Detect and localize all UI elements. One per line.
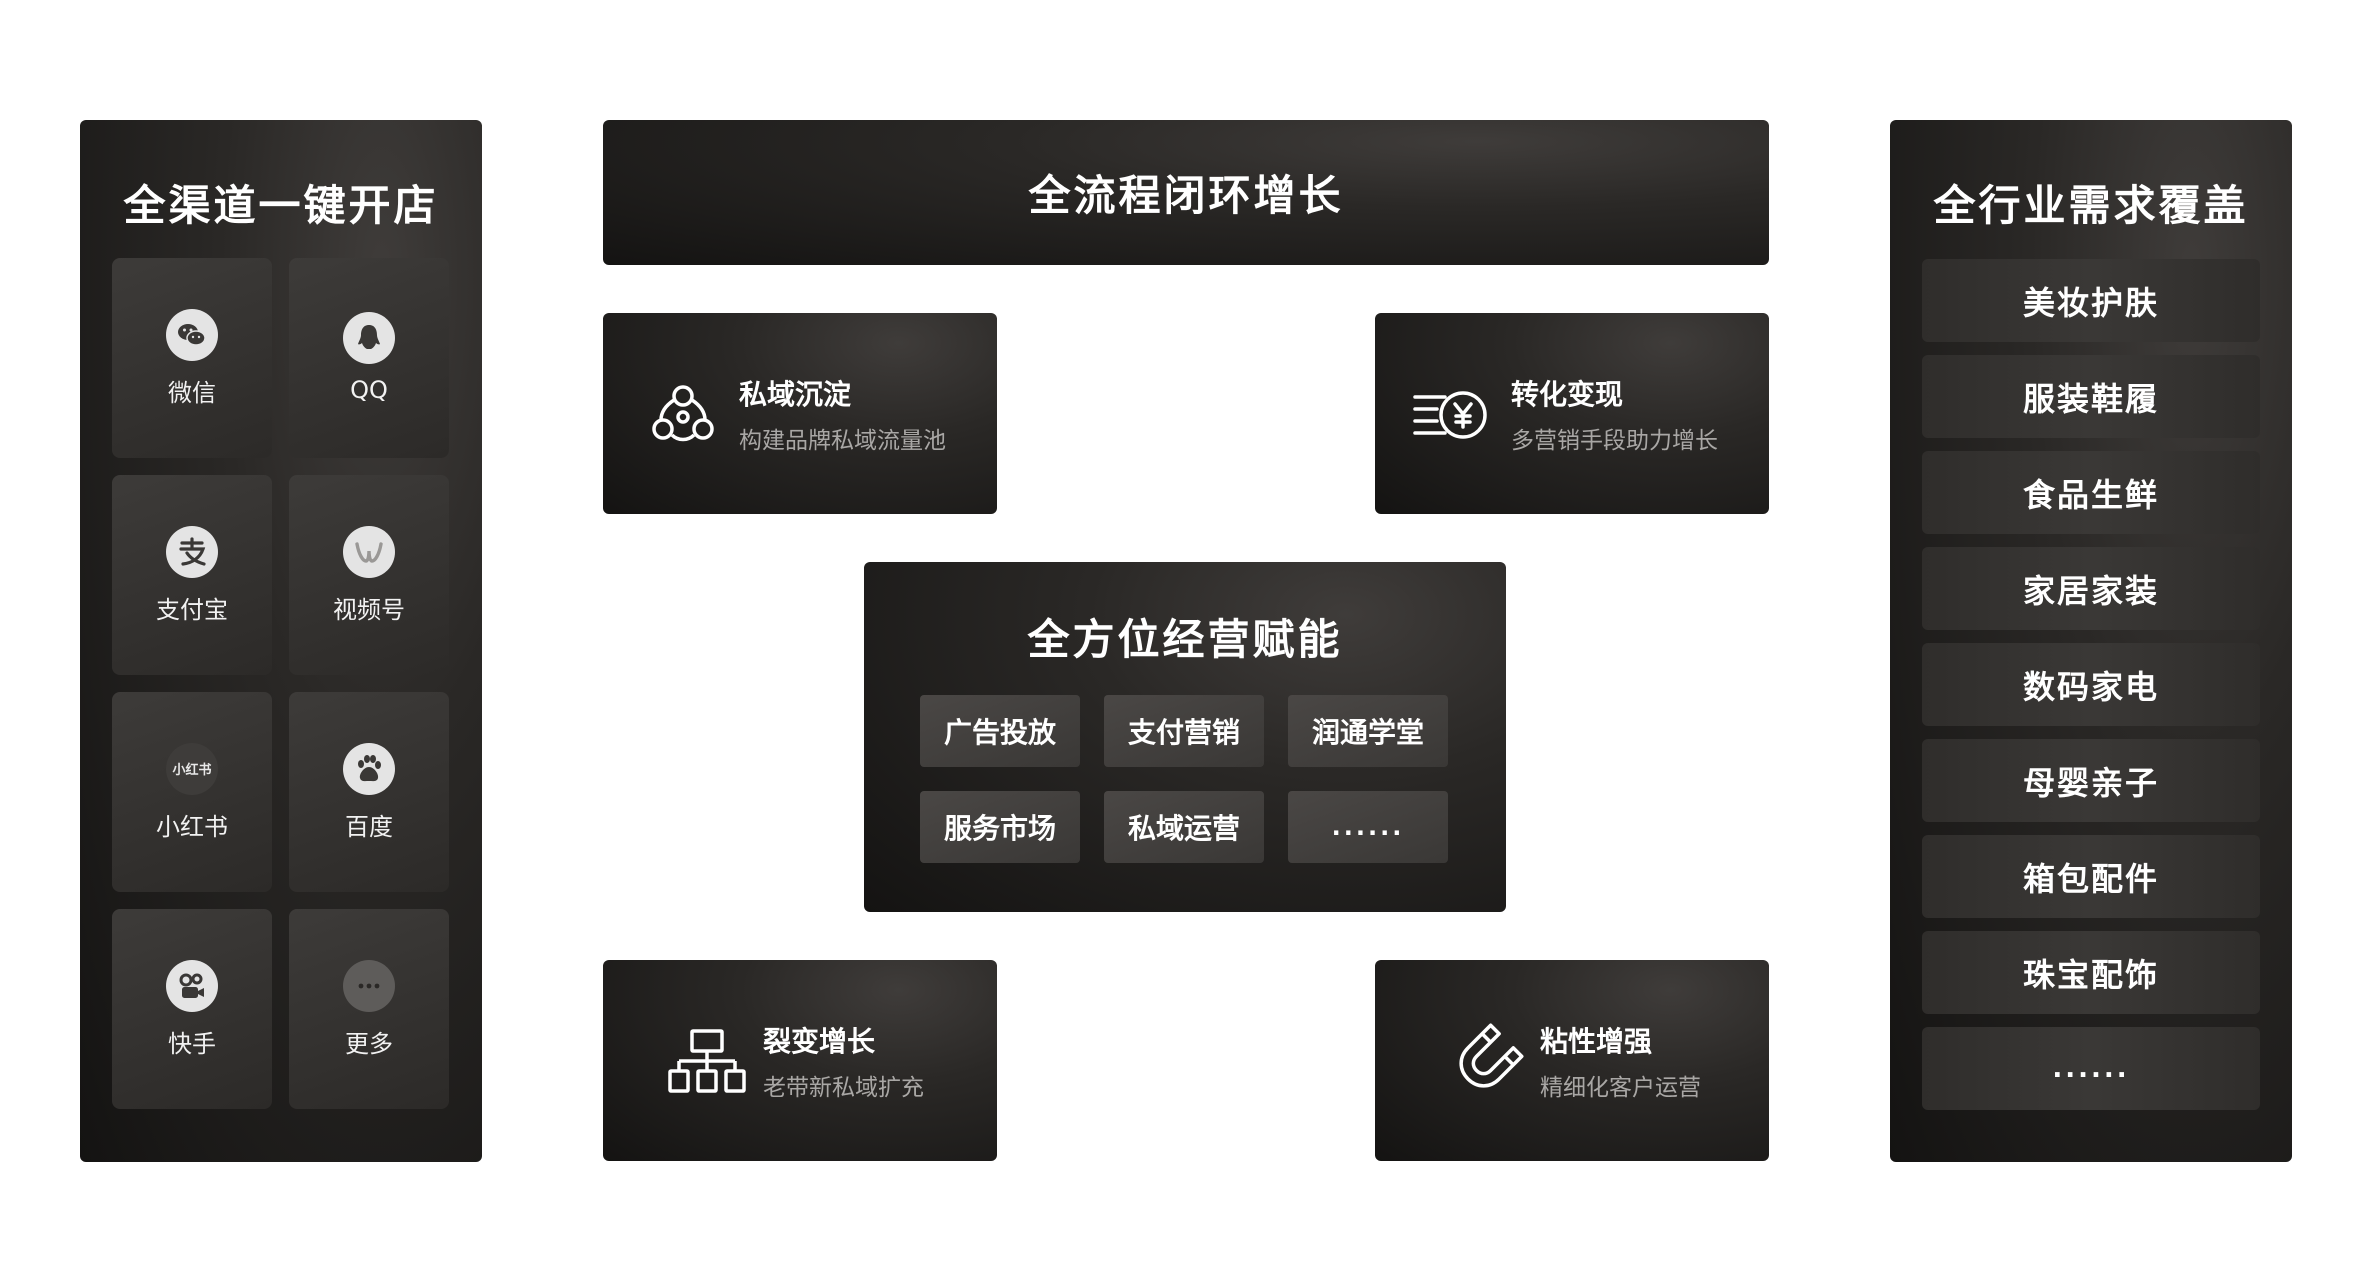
network-circles-icon bbox=[647, 379, 719, 455]
feature-desc: 多营销手段助力增长 bbox=[1511, 428, 1718, 454]
industry-list: 美妆护肤 服装鞋履 食品生鲜 家居家装 数码家电 母婴亲子 箱包配件 珠宝配饰 … bbox=[1922, 259, 2260, 1110]
channel-label: 快手 bbox=[168, 1029, 216, 1058]
industry-item-more[interactable]: ...... bbox=[1922, 1027, 2260, 1110]
industry-item[interactable]: 食品生鲜 bbox=[1922, 451, 2260, 534]
channel-label: 微信 bbox=[168, 378, 216, 407]
xiaohongshu-icon: 小红书 bbox=[166, 742, 218, 795]
chip-service-market[interactable]: 服务市场 bbox=[920, 791, 1080, 863]
channel-label: 视频号 bbox=[333, 595, 405, 624]
channel-tile-qq[interactable]: QQ bbox=[289, 258, 449, 458]
kuaishou-icon bbox=[166, 959, 218, 1012]
channel-tile-alipay[interactable]: 支付宝 bbox=[112, 475, 272, 675]
channel-tile-xiaohongshu[interactable]: 小红书 小红书 bbox=[112, 692, 272, 892]
chip-payment-marketing[interactable]: 支付营销 bbox=[1104, 695, 1264, 767]
chip-more[interactable]: ...... bbox=[1288, 791, 1448, 863]
channels-icon bbox=[343, 525, 395, 578]
feature-title: 私域沉淀 bbox=[739, 378, 852, 411]
feature-title: 粘性增强 bbox=[1540, 1025, 1653, 1058]
feature-title: 裂变增长 bbox=[763, 1025, 876, 1058]
channel-label: 小红书 bbox=[156, 812, 228, 841]
channel-tile-baidu[interactable]: 百度 bbox=[289, 692, 449, 892]
industry-item[interactable]: 美妆护肤 bbox=[1922, 259, 2260, 342]
alipay-icon bbox=[166, 525, 218, 578]
industry-item[interactable]: 数码家电 bbox=[1922, 643, 2260, 726]
more-icon bbox=[343, 959, 395, 1012]
industry-item[interactable]: 家居家装 bbox=[1922, 547, 2260, 630]
channels-panel-title: 全渠道一键开店 bbox=[123, 181, 439, 230]
feature-card-stickiness[interactable]: 粘性增强 精细化客户运营 bbox=[1375, 960, 1769, 1161]
channel-label: 支付宝 bbox=[156, 595, 228, 624]
baidu-icon bbox=[343, 742, 395, 795]
qq-icon bbox=[343, 312, 395, 364]
closed-loop-title: 全流程闭环增长 bbox=[1028, 171, 1344, 220]
industry-item[interactable]: 珠宝配饰 bbox=[1922, 931, 2260, 1014]
xiaohongshu-icon-text: 小红书 bbox=[172, 763, 212, 778]
industry-item[interactable]: 箱包配件 bbox=[1922, 835, 2260, 918]
channel-label: 百度 bbox=[345, 812, 393, 841]
channel-label: 更多 bbox=[345, 1029, 393, 1058]
chip-ad-placement[interactable]: 广告投放 bbox=[920, 695, 1080, 767]
industries-panel: 全行业需求覆盖 美妆护肤 服装鞋履 食品生鲜 家居家装 数码家电 母婴亲子 箱包… bbox=[1890, 120, 2292, 1162]
operations-title: 全方位经营赋能 bbox=[1027, 615, 1343, 664]
channel-tile-more[interactable]: 更多 bbox=[289, 909, 449, 1109]
feature-card-fission[interactable]: 裂变增长 老带新私域扩充 bbox=[603, 960, 997, 1161]
channel-grid: 微信 QQ 支付宝 bbox=[112, 258, 449, 1109]
org-chart-icon bbox=[667, 1026, 747, 1102]
feature-title: 转化变现 bbox=[1511, 378, 1624, 411]
wechat-icon bbox=[166, 308, 218, 361]
magnet-icon bbox=[1445, 1022, 1525, 1106]
channels-panel: 全渠道一键开店 微信 bbox=[80, 120, 482, 1162]
feature-card-conversion[interactable]: 转化变现 多营销手段助力增长 bbox=[1375, 313, 1769, 514]
channel-tile-wechat[interactable]: 微信 bbox=[112, 258, 272, 458]
closed-loop-banner: 全流程闭环增长 bbox=[603, 120, 1769, 265]
yen-speed-icon bbox=[1411, 379, 1495, 455]
operations-box: 全方位经营赋能 广告投放 支付营销 润通学堂 服务市场 私域运营 ...... bbox=[864, 562, 1506, 912]
industry-item[interactable]: 服装鞋履 bbox=[1922, 355, 2260, 438]
channel-tile-channels[interactable]: 视频号 bbox=[289, 475, 449, 675]
channel-tile-kuaishou[interactable]: 快手 bbox=[112, 909, 272, 1109]
chip-private-operation[interactable]: 私域运营 bbox=[1104, 791, 1264, 863]
industries-panel-title: 全行业需求覆盖 bbox=[1933, 181, 2249, 230]
feature-card-private-domain[interactable]: 私域沉淀 构建品牌私域流量池 bbox=[603, 313, 997, 514]
operations-chip-grid: 广告投放 支付营销 润通学堂 服务市场 私域运营 ...... bbox=[920, 695, 1448, 863]
feature-desc: 老带新私域扩充 bbox=[763, 1075, 924, 1101]
channel-label: QQ bbox=[350, 376, 388, 404]
industry-item[interactable]: 母婴亲子 bbox=[1922, 739, 2260, 822]
chip-runtong-academy[interactable]: 润通学堂 bbox=[1288, 695, 1448, 767]
feature-desc: 精细化客户运营 bbox=[1540, 1075, 1701, 1101]
feature-desc: 构建品牌私域流量池 bbox=[739, 428, 946, 454]
